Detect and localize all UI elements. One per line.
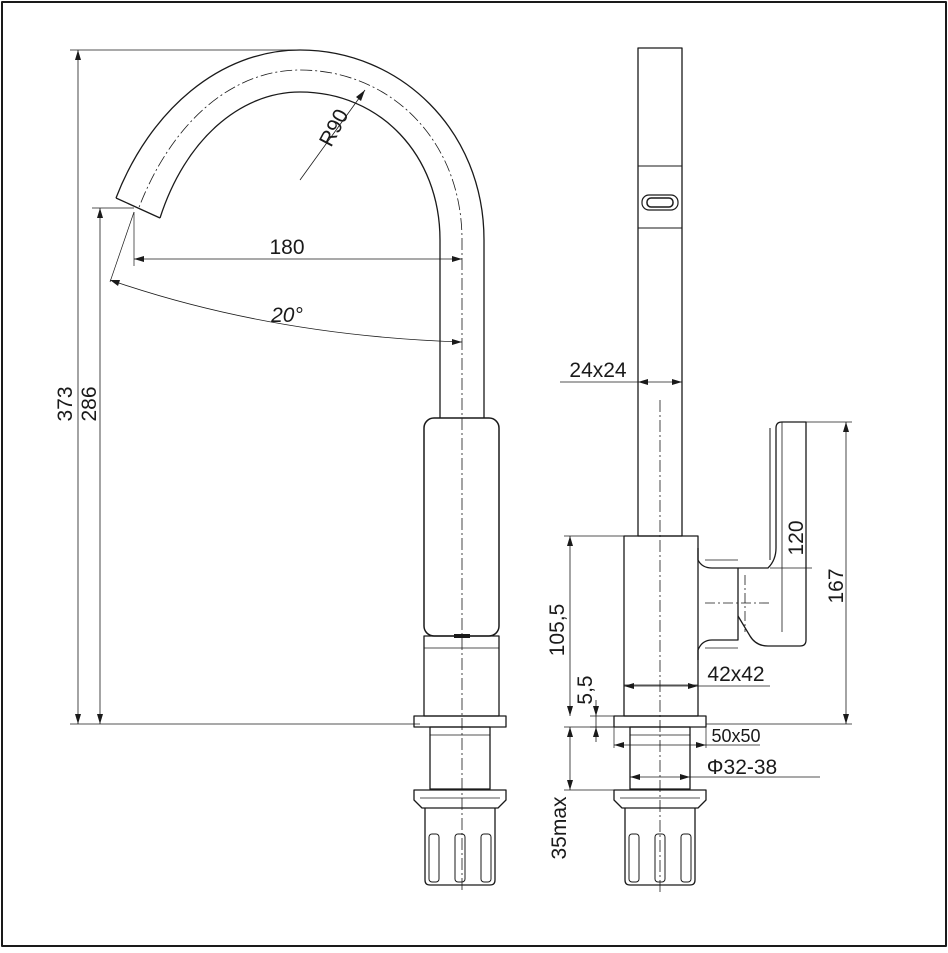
dim-angle-arrow-left (110, 280, 120, 286)
dim-35-label: 35max (548, 796, 571, 860)
dim-105-label: 105,5 (546, 604, 569, 657)
side-nut-fingers (424, 808, 496, 886)
side-nut-collar (413, 789, 507, 809)
dim-angle-arrow-right (452, 339, 462, 345)
dim-5-arrow-top (593, 706, 599, 716)
dim-167-arrow-bottom (843, 714, 849, 724)
dim-42x42-arrow-right (688, 683, 698, 689)
front-nut-collar (613, 789, 707, 809)
dim-50x50-label: 50x50 (711, 726, 760, 746)
side-nut-finger-1 (428, 833, 440, 883)
side-base-plate (413, 715, 507, 728)
dim-286-arrow-top (97, 208, 103, 218)
side-view: 373 286 R90 180 20° (54, 49, 507, 890)
front-nut-finger-1 (628, 833, 640, 883)
dim-24x24-arrow-right (672, 379, 682, 385)
dim-105-arrow-bottom (567, 706, 573, 716)
dim-167-label: 167 (825, 568, 848, 603)
dim-phi-arrow-right (680, 774, 690, 780)
side-shank (429, 726, 491, 790)
dim-42x42-label: 42x42 (707, 663, 764, 686)
dim-373-label: 373 (54, 386, 77, 421)
spout-inner-outline (159, 91, 441, 418)
spout-tip-edge (115, 197, 161, 219)
dim-24x24-label: 24x24 (569, 359, 627, 382)
front-nut-finger-2 (654, 833, 666, 883)
spout-centerline (137, 69, 463, 890)
dim-phi-label: Φ32-38 (707, 756, 777, 779)
dim-50x50-arrow-left (614, 742, 624, 748)
dim-phi-arrow-left (630, 774, 640, 780)
aerator-icon (641, 194, 679, 211)
spout-outer-outline (115, 49, 485, 418)
lever-connector (697, 548, 739, 660)
dim-120-label: 120 (785, 520, 808, 555)
dim-373-arrow-bottom (75, 714, 81, 724)
dim-373-arrow-top (75, 50, 81, 60)
aerator-inner (646, 197, 674, 208)
side-nut-finger-3 (480, 833, 492, 883)
dim-angle-arc (109, 279, 463, 343)
dim-286-arrow-bottom (97, 714, 103, 724)
front-nut-finger-3 (680, 833, 692, 883)
dim-5-arrow-bottom (593, 727, 599, 737)
dim-35-arrow-top (567, 727, 573, 737)
dim-24x24-arrow-left (638, 379, 648, 385)
dim-105-arrow-top (567, 536, 573, 546)
front-shank (629, 726, 691, 790)
front-body (623, 535, 699, 717)
dim-35-arrow-bottom (567, 780, 573, 790)
dim-50x50-arrow-right (696, 742, 706, 748)
dim-286-label: 286 (78, 386, 101, 421)
dim-r90-arrow (356, 90, 365, 101)
dim-180-arrow-right (452, 256, 462, 262)
dim-r90-line (299, 89, 366, 181)
dim-5-label: 5,5 (574, 675, 597, 704)
dim-167-arrow-top (843, 422, 849, 432)
dim-42x42-arrow-left (624, 683, 634, 689)
dim-180-arrow-left (134, 256, 144, 262)
dim-r90-label: R90 (315, 106, 353, 151)
handle-body (423, 417, 500, 637)
front-view: 24x24 120 167 105,5 42x42 5,5 (546, 47, 852, 895)
dim-angle-extension (109, 211, 135, 283)
front-nut-fingers (624, 808, 696, 886)
dim-angle-label: 20° (270, 304, 303, 327)
side-nut-finger-2 (454, 833, 466, 883)
dim-180-label: 180 (269, 236, 304, 259)
